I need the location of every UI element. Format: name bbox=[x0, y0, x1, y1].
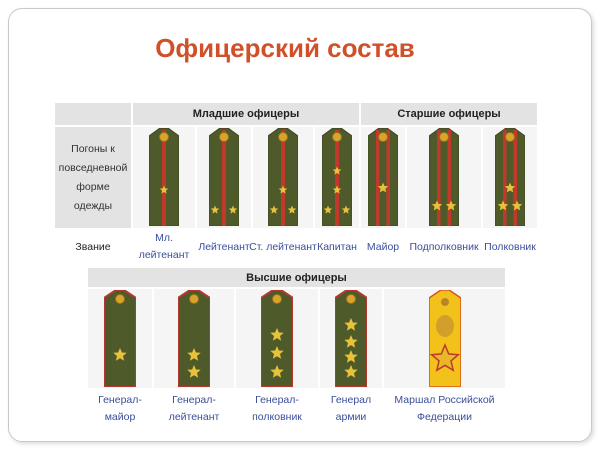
star-icon bbox=[187, 365, 201, 378]
marshal-board-body bbox=[428, 290, 461, 387]
group-header-junior: Младшие офицеры bbox=[133, 103, 359, 125]
slide-title: Офицерский состав bbox=[155, 33, 415, 63]
star-icon bbox=[270, 346, 284, 359]
star-icon bbox=[323, 205, 333, 214]
star-icon bbox=[270, 328, 284, 341]
star-icon bbox=[278, 185, 288, 194]
star-icon bbox=[344, 335, 358, 348]
board-body bbox=[261, 290, 293, 387]
button-icon bbox=[278, 132, 288, 142]
stripe bbox=[281, 130, 285, 226]
board-body bbox=[104, 290, 136, 387]
rank-link[interactable]: Генерал армии bbox=[330, 394, 372, 423]
stripe bbox=[386, 130, 390, 226]
group-header-senior: Старшие офицеры bbox=[361, 103, 537, 125]
button-icon bbox=[219, 132, 229, 142]
button-icon bbox=[159, 132, 169, 142]
row-label-rank: Звание bbox=[75, 241, 111, 253]
rank-link[interactable]: Полковник bbox=[484, 240, 536, 253]
button-icon bbox=[439, 132, 449, 142]
marshal-star-icon bbox=[429, 343, 460, 372]
rank-link[interactable]: Генерал-лейтенант bbox=[168, 394, 220, 423]
button-icon bbox=[440, 298, 449, 306]
stripe bbox=[447, 130, 451, 226]
shoulder-board-general-5 bbox=[428, 290, 461, 387]
star-icon bbox=[344, 318, 358, 331]
corner-cell bbox=[55, 103, 131, 125]
star-icon bbox=[287, 205, 297, 214]
star-icon bbox=[269, 205, 279, 214]
stripe bbox=[376, 130, 380, 226]
rank-link[interactable]: Майор bbox=[366, 240, 400, 253]
rank-link[interactable]: Маршал Российской Федерации bbox=[394, 394, 495, 423]
star-icon bbox=[187, 348, 201, 361]
star-icon bbox=[431, 200, 443, 211]
rank-link[interactable]: Генерал-майор bbox=[98, 394, 142, 423]
shoulder-board-general-3 bbox=[261, 290, 293, 387]
board-body bbox=[178, 290, 210, 387]
shoulder-board-7 bbox=[495, 128, 525, 226]
coat-of-arms-icon bbox=[435, 315, 454, 337]
star-icon bbox=[270, 365, 284, 378]
star-icon bbox=[445, 200, 457, 211]
board-body bbox=[495, 128, 525, 226]
button-icon bbox=[189, 294, 199, 304]
board-body bbox=[429, 128, 459, 226]
board-body bbox=[368, 128, 398, 226]
stripe bbox=[162, 130, 166, 226]
star-icon bbox=[511, 200, 523, 211]
rank-link[interactable]: Генерал-полковник bbox=[252, 394, 302, 423]
shoulder-board-1 bbox=[149, 128, 179, 226]
star-icon bbox=[332, 166, 342, 175]
star-icon bbox=[344, 350, 358, 363]
rank-link[interactable]: Подполковник bbox=[409, 240, 479, 253]
star-icon bbox=[228, 205, 238, 214]
stripe bbox=[437, 130, 441, 226]
rank-link[interactable]: Ст. лейтенант bbox=[249, 240, 317, 253]
star-icon bbox=[341, 205, 351, 214]
shoulder-board-general-2 bbox=[178, 290, 210, 387]
shoulder-board-6 bbox=[429, 128, 459, 226]
rank-link[interactable]: Лейтенант bbox=[198, 240, 250, 253]
shoulder-board-2 bbox=[209, 128, 239, 226]
rank-link[interactable]: Капитан bbox=[317, 240, 357, 253]
button-icon bbox=[505, 132, 515, 142]
button-icon bbox=[115, 294, 125, 304]
stripe bbox=[222, 130, 226, 226]
group-header-general: Высшие офицеры bbox=[88, 268, 505, 287]
star-icon bbox=[210, 205, 220, 214]
button-icon bbox=[332, 132, 342, 142]
star-icon bbox=[504, 182, 516, 193]
shoulder-board-4 bbox=[322, 128, 352, 226]
star-icon bbox=[344, 365, 358, 378]
shoulder-board-general-4 bbox=[335, 290, 367, 387]
star-icon bbox=[377, 182, 389, 193]
star-icon bbox=[332, 185, 342, 194]
button-icon bbox=[272, 294, 282, 304]
stripe bbox=[335, 130, 339, 226]
star-icon bbox=[159, 185, 169, 194]
button-icon bbox=[346, 294, 356, 304]
shoulder-board-general-1 bbox=[104, 290, 136, 387]
button-icon bbox=[378, 132, 388, 142]
star-icon bbox=[497, 200, 509, 211]
stripe bbox=[513, 130, 517, 226]
row-label-shoulder-boards: Погоны к повседневной форме одежды bbox=[55, 127, 131, 228]
shoulder-board-5 bbox=[368, 128, 398, 226]
slide-frame bbox=[8, 8, 592, 442]
shoulder-board-3 bbox=[268, 128, 298, 226]
stripe bbox=[503, 130, 507, 226]
rank-link[interactable]: Мл. лейтенант bbox=[138, 232, 190, 261]
star-icon bbox=[113, 348, 127, 361]
